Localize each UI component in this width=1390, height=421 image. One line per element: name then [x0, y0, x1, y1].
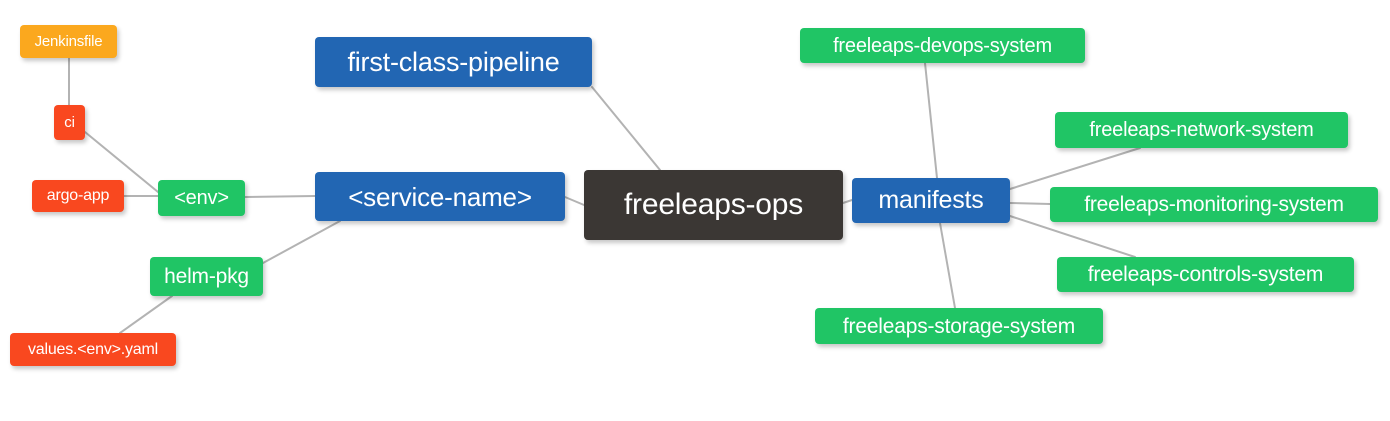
edge-manifests-to-freeleaps-storage-system	[939, 222, 956, 309]
edge-freeleaps-ops-to-service-name	[564, 196, 585, 206]
node-first-class-pipeline[interactable]: first-class-pipeline	[315, 37, 592, 87]
node-service-name[interactable]: <service-name>	[315, 172, 565, 221]
node-freeleaps-monitoring-system[interactable]: freeleaps-monitoring-system	[1050, 187, 1378, 222]
node-freeleaps-controls-system[interactable]: freeleaps-controls-system	[1057, 257, 1354, 292]
node-argo-app[interactable]: argo-app	[32, 180, 124, 212]
edge-manifests-to-freeleaps-monitoring-system	[1009, 202, 1051, 205]
edge-manifests-to-freeleaps-controls-system	[1009, 215, 1136, 258]
edge-freeleaps-ops-to-first-class-pipeline	[591, 86, 661, 171]
node-freeleaps-devops-system[interactable]: freeleaps-devops-system	[800, 28, 1085, 63]
node-manifests[interactable]: manifests	[852, 178, 1010, 223]
edge-helm-pkg-to-values-yaml	[119, 295, 173, 334]
node-values-yaml[interactable]: values.<env>.yaml	[10, 333, 176, 366]
edge-service-name-to-helm-pkg	[262, 220, 341, 264]
edge-service-name-to-env	[244, 195, 316, 198]
edge-manifests-to-freeleaps-network-system	[1009, 147, 1141, 190]
edge-freeleaps-ops-to-manifests	[842, 199, 853, 204]
node-helm-pkg[interactable]: helm-pkg	[150, 257, 263, 296]
node-freeleaps-storage-system[interactable]: freeleaps-storage-system	[815, 308, 1103, 344]
node-freeleaps-network-system[interactable]: freeleaps-network-system	[1055, 112, 1348, 148]
node-freeleaps-ops[interactable]: freeleaps-ops	[584, 170, 843, 240]
node-env[interactable]: <env>	[158, 180, 245, 216]
node-jenkinsfile[interactable]: Jenkinsfile	[20, 25, 117, 58]
edge-manifests-to-freeleaps-devops-system	[924, 62, 938, 179]
node-ci[interactable]: ci	[54, 105, 85, 140]
